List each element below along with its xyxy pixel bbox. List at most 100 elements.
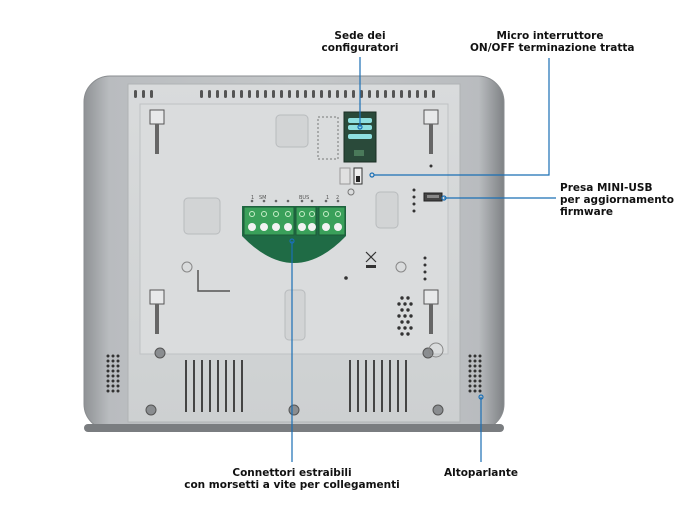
speaker-hole — [116, 354, 120, 358]
terminal-label: 1 — [326, 195, 329, 201]
mount-slide-top-left — [149, 109, 165, 154]
callout-dot — [289, 238, 295, 244]
terminal-pin — [286, 199, 290, 203]
speaker-hole — [106, 369, 110, 373]
bottom-vents — [185, 360, 407, 412]
callout-text: Presa MINI-USB — [560, 182, 653, 194]
terminal-screw — [335, 211, 341, 217]
speaker-grilles — [106, 354, 482, 393]
speaker-hole — [111, 369, 115, 373]
vent-slot — [357, 360, 359, 412]
vent-slot — [360, 90, 363, 98]
speaker-hole — [111, 389, 115, 393]
vent-slot — [288, 90, 291, 98]
callout-lines — [289, 57, 556, 462]
terminal-pin — [274, 199, 278, 203]
vent-slot — [193, 360, 195, 412]
terminal-screw-head — [308, 223, 316, 231]
terminal-screw — [261, 211, 267, 217]
dot — [406, 320, 410, 324]
vent-slot — [256, 90, 259, 98]
screw-hole — [347, 188, 355, 196]
vent-slot — [232, 90, 235, 98]
orientation-mark — [197, 270, 230, 292]
vent-slot — [304, 90, 307, 98]
terminal-label: BUS — [299, 195, 309, 201]
callout-text: Altoparlante — [443, 467, 519, 479]
speaker-hole — [111, 364, 115, 368]
dot — [406, 308, 410, 312]
terminal-screw-head — [272, 223, 280, 231]
indicator-dot — [344, 276, 348, 280]
vent-slot — [233, 360, 235, 412]
vent-slot — [373, 360, 375, 412]
speaker-hole — [468, 359, 472, 363]
terminal-label: 2 — [336, 195, 339, 201]
speaker-hole — [473, 354, 477, 358]
vent-slot — [209, 360, 211, 412]
dot — [403, 314, 407, 318]
terminal-screw — [273, 211, 279, 217]
dot — [400, 332, 404, 336]
dot — [412, 202, 416, 206]
vent-slot — [240, 90, 243, 98]
vent-slot — [328, 90, 331, 98]
vent-slot — [349, 360, 351, 412]
vent-slot — [224, 90, 227, 98]
vent-slot — [416, 90, 419, 98]
speaker-hole — [106, 389, 110, 393]
dot — [423, 270, 427, 274]
callout-text: Connettori estraibili — [232, 467, 352, 479]
recess-pad — [183, 197, 221, 235]
dot — [412, 195, 416, 199]
callout-dot — [441, 195, 447, 201]
speaker-hole — [478, 369, 482, 373]
speaker-hole — [478, 364, 482, 368]
vent-slot — [280, 90, 283, 98]
callout-text: per aggiornamento — [560, 194, 674, 206]
callout-text: Micro interruttore — [496, 30, 604, 42]
mount-slide-bottom-right — [423, 289, 439, 334]
speaker-hole — [468, 364, 472, 368]
vent-slot — [384, 90, 387, 98]
vent-slot — [400, 90, 403, 98]
recess-pad — [375, 191, 399, 229]
vent-slot — [312, 90, 315, 98]
vent-slot — [248, 90, 251, 98]
speaker-hole — [106, 384, 110, 388]
callout-line-micro-switch — [374, 58, 550, 176]
callout-configurators: Sede dei configuratori — [300, 30, 420, 54]
speaker-hole — [468, 384, 472, 388]
callout-text: con morsetti a vite per collegamenti — [184, 479, 400, 491]
dot — [403, 326, 407, 330]
terminal-pin — [300, 199, 304, 203]
speaker-hole — [473, 384, 477, 388]
speaker-hole — [111, 359, 115, 363]
terminal-pin — [324, 199, 328, 203]
terminal-pin — [310, 199, 314, 203]
speaker-hole — [478, 359, 482, 363]
mount-slide-bottom-left — [149, 289, 165, 334]
callout-text: Sede dei — [334, 30, 386, 42]
vent-slot — [272, 90, 275, 98]
terminal-screw — [249, 211, 255, 217]
callout-text: configuratori — [321, 42, 399, 54]
speaker-hole — [473, 374, 477, 378]
speaker-hole — [478, 379, 482, 383]
speaker-hole — [478, 374, 482, 378]
speaker-hole — [106, 354, 110, 358]
recess-pad — [275, 114, 309, 148]
terminal-screw-head — [322, 223, 330, 231]
dot — [423, 277, 427, 281]
vent-slot — [365, 360, 367, 412]
terminal-label: SM — [259, 195, 267, 201]
callout-micro-switch: Micro interruttore ON/OFF terminazione t… — [470, 30, 634, 54]
vent-slot — [142, 90, 145, 98]
vent-slot — [381, 360, 383, 412]
vent-slot — [344, 90, 347, 98]
terminal-label: 1 — [251, 195, 254, 201]
terminal-screw-head — [284, 223, 292, 231]
callout-dot — [369, 172, 375, 178]
vent-slot — [389, 360, 391, 412]
